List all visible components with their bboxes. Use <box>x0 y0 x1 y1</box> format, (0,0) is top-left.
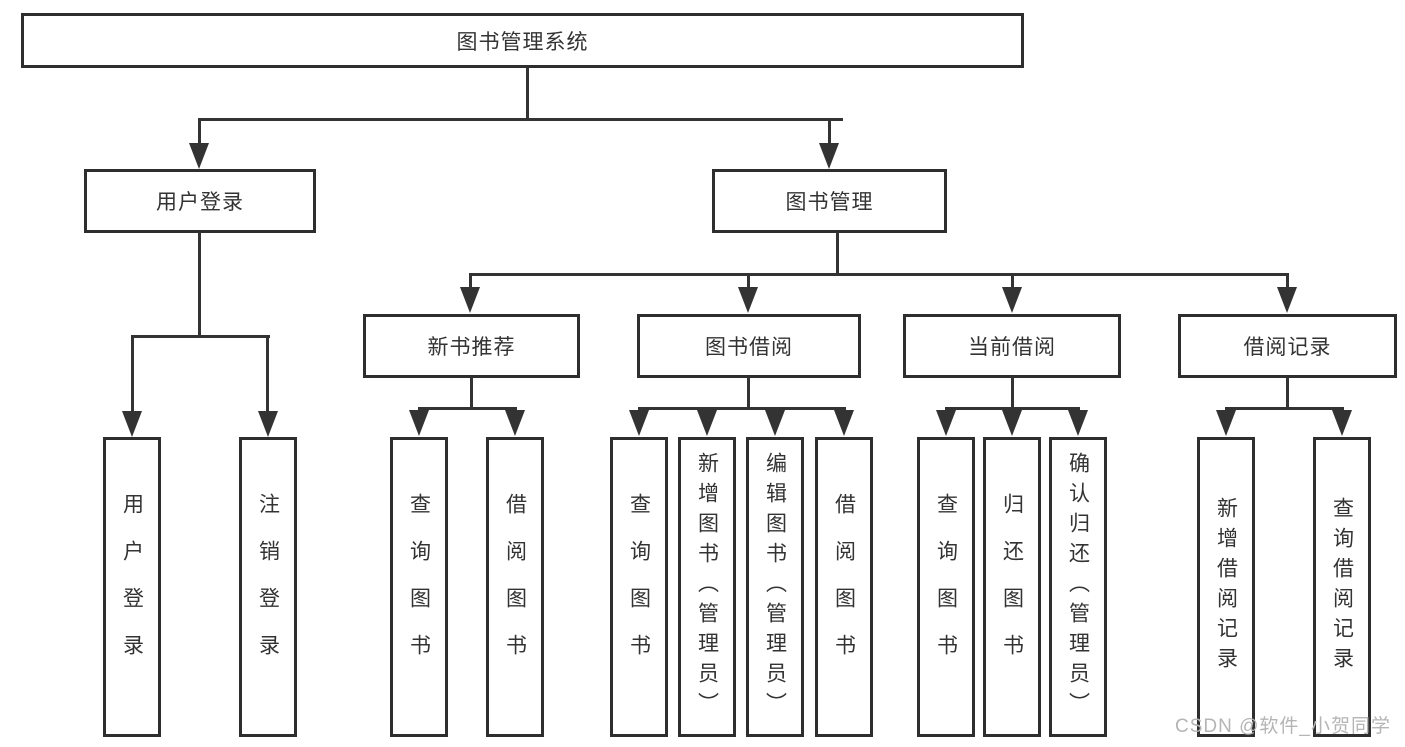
leaf-cb-return-books-label: 归还图书 <box>1000 493 1024 681</box>
node-user-login: 用户登录 <box>84 169 316 233</box>
leaf-logout: 注销登录 <box>239 437 297 737</box>
edge-borrowing-records-split <box>1225 407 1344 410</box>
edge-current-borrowing-split <box>945 407 1080 410</box>
edge-current-borrowing-stem <box>1011 377 1014 409</box>
leaf-bb-add-books-admin: 新增图书（管理员） <box>678 437 736 737</box>
edge-book-borrowing-split <box>638 407 846 410</box>
arrow-down-borrowing-records <box>1277 287 1297 313</box>
edge-l2-drop-borrowing-records <box>1286 273 1289 288</box>
edge-root-stem <box>526 68 529 120</box>
arrow-down-current-borrowing <box>1002 287 1022 313</box>
node-new-book-recommend-label: 新书推荐 <box>427 336 516 359</box>
arrow-down-bb-borrow <box>834 410 854 436</box>
leaf-bb-query-books: 查询图书 <box>610 437 668 737</box>
arrow-down-cb-query <box>936 410 956 436</box>
edge-l2-drop-current-borrowing <box>1011 273 1014 288</box>
node-root-label: 图书管理系统 <box>456 30 589 54</box>
edge-new-book-split <box>418 407 517 410</box>
leaf-nb-query-books-label: 查询图书 <box>407 493 431 681</box>
edge-book-management-stem <box>836 232 839 275</box>
arrow-down-user-login <box>189 143 209 169</box>
edge-l1-drop-user-login <box>198 118 201 146</box>
leaf-nb-borrow-books: 借阅图书 <box>486 437 544 737</box>
leaf-bb-borrow-books-label: 借阅图书 <box>832 493 856 681</box>
arrow-down-leaf-logout <box>258 411 278 437</box>
node-book-borrowing: 图书借阅 <box>637 314 861 378</box>
leaf-br-query-record: 查询借阅记录 <box>1313 437 1371 737</box>
edge-user-login-split <box>131 335 270 338</box>
leaf-cb-query-books-label: 查询图书 <box>934 493 958 681</box>
node-book-management-label: 图书管理 <box>785 191 874 214</box>
edge-l2-drop-book-borrowing <box>747 273 750 288</box>
leaf-bb-add-books-admin-label: 新增图书（管理员） <box>695 452 719 722</box>
edge-l1-drop-book-management <box>828 118 831 146</box>
edge-l2-split <box>469 273 1289 276</box>
leaf-cb-confirm-return-admin: 确认归还（管理员） <box>1049 437 1107 737</box>
edge-new-book-stem <box>470 377 473 409</box>
leaf-logout-label: 注销登录 <box>256 493 280 681</box>
leaf-bb-query-books-label: 查询图书 <box>627 493 651 681</box>
node-book-management: 图书管理 <box>712 169 947 233</box>
arrow-down-book-borrowing <box>738 287 758 313</box>
leaf-user-login: 用户登录 <box>103 437 161 737</box>
leaf-br-add-record-label: 新增借阅记录 <box>1214 497 1238 677</box>
leaf-cb-query-books: 查询图书 <box>917 437 975 737</box>
edge-borrowing-records-stem <box>1286 377 1289 409</box>
edge-l2-drop-new-book <box>469 273 472 288</box>
leaf-nb-query-books: 查询图书 <box>390 437 448 737</box>
arrow-down-leaf-user-login <box>122 411 142 437</box>
node-root: 图书管理系统 <box>21 13 1024 68</box>
node-current-borrowing: 当前借阅 <box>903 314 1121 378</box>
arrow-down-bb-query <box>629 410 649 436</box>
arrow-down-cb-confirm <box>1068 410 1088 436</box>
leaf-nb-borrow-books-label: 借阅图书 <box>503 493 527 681</box>
leaf-bb-edit-books-admin: 编辑图书（管理员） <box>746 437 804 737</box>
node-new-book-recommend: 新书推荐 <box>363 314 580 378</box>
node-book-borrowing-label: 图书借阅 <box>705 336 793 359</box>
edge-book-borrowing-stem <box>747 377 750 409</box>
leaf-br-add-record: 新增借阅记录 <box>1197 437 1255 737</box>
node-user-login-label: 用户登录 <box>156 191 244 214</box>
arrow-down-cb-return <box>1002 410 1022 436</box>
leaf-bb-edit-books-admin-label: 编辑图书（管理员） <box>763 452 787 722</box>
arrow-down-nb-query <box>409 410 429 436</box>
leaf-cb-confirm-return-admin-label: 确认归还（管理员） <box>1066 452 1090 722</box>
leaf-cb-return-books: 归还图书 <box>983 437 1041 737</box>
node-current-borrowing-label: 当前借阅 <box>968 336 1056 359</box>
edge-drop-leaf-logout <box>266 335 269 412</box>
arrow-down-bb-edit <box>765 410 785 436</box>
leaf-user-login-label: 用户登录 <box>120 493 144 681</box>
arrow-down-book-management <box>819 143 839 169</box>
arrow-down-new-book <box>460 287 480 313</box>
node-borrowing-records: 借阅记录 <box>1178 314 1397 378</box>
edge-drop-leaf-user-login <box>131 335 134 412</box>
arrow-down-br-add <box>1216 410 1236 436</box>
leaf-br-query-record-label: 查询借阅记录 <box>1330 497 1354 677</box>
arrow-down-nb-borrow <box>505 410 525 436</box>
leaf-bb-borrow-books: 借阅图书 <box>815 437 873 737</box>
edge-user-login-stem <box>198 232 201 337</box>
csdn-watermark: CSDN @软件_小贺同学 <box>1175 716 1391 737</box>
arrow-down-br-query <box>1332 410 1352 436</box>
arrow-down-bb-add <box>697 410 717 436</box>
edge-l1-split <box>198 118 843 121</box>
node-borrowing-records-label: 借阅记录 <box>1243 336 1332 359</box>
